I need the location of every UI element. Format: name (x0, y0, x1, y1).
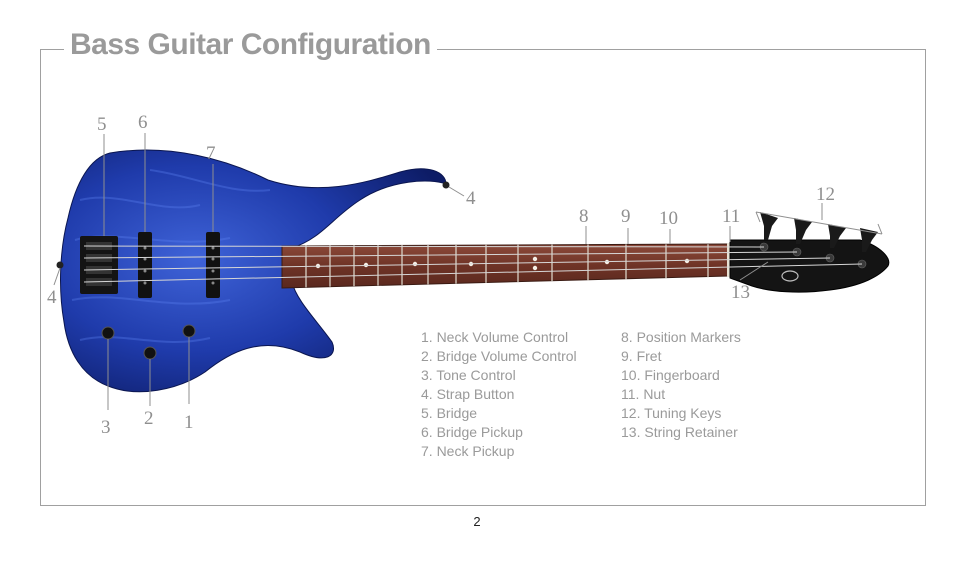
legend-item: 4. Strap Button (421, 386, 515, 402)
legend-item: 8. Position Markers (621, 329, 741, 345)
callout-5: 5 (97, 114, 107, 135)
headstock (729, 239, 890, 293)
leader-lines (53, 133, 883, 410)
string-retainer (781, 270, 799, 282)
strings (83, 245, 863, 283)
diagram-frame (40, 49, 926, 506)
callout-9: 9 (621, 206, 631, 227)
legend-item: 10. Fingerboard (621, 367, 720, 383)
callout-12: 12 (816, 184, 835, 205)
page-title: Bass Guitar Configuration (64, 28, 437, 62)
legend-item: 5. Bridge (421, 405, 478, 421)
legend-item: 7. Neck Pickup (421, 443, 515, 459)
tone-control-knob (101, 326, 115, 340)
legend-item: 11. Nut (621, 386, 666, 402)
callout-4-bottom: 4 (47, 287, 57, 308)
callout-1: 1 (184, 412, 194, 433)
callout-7: 7 (206, 143, 216, 164)
neck-pickup (206, 232, 220, 298)
legend-item: 3. Tone Control (421, 367, 516, 383)
callout-numbers: 5 6 7 4 4 3 2 1 8 9 10 11 12 13 (47, 112, 835, 438)
legend-item: 6. Bridge Pickup (421, 424, 523, 440)
pickup-pole-pieces (143, 246, 215, 285)
bridge-pickup (138, 232, 152, 298)
guitar-body (60, 149, 447, 393)
callout-3: 3 (101, 417, 111, 438)
tuning-keys (760, 212, 878, 252)
strap-button-bottom (56, 261, 64, 269)
callout-10: 10 (659, 208, 678, 229)
legend-item: 9. Fret (621, 348, 662, 364)
neck-volume-knob (182, 324, 196, 338)
legend-right: 8. Position Markers 9. Fret 10. Fingerboar… (621, 328, 741, 442)
bridge-volume-knob (143, 346, 157, 360)
callout-13: 13 (731, 282, 750, 303)
callout-8: 8 (579, 206, 589, 227)
callout-4-horn: 4 (466, 188, 476, 209)
callout-6: 6 (138, 112, 148, 133)
strap-button-horn (442, 181, 450, 189)
callout-11: 11 (722, 206, 740, 227)
callout-2: 2 (144, 408, 154, 429)
legend-left: 1. Neck Volume Control 2. Bridge Volume C… (421, 328, 577, 461)
legend-item: 13. String Retainer (621, 424, 738, 440)
page-number: 2 (473, 514, 481, 529)
legend-item: 1. Neck Volume Control (421, 329, 569, 345)
legend-item: 12. Tuning Keys (621, 405, 722, 421)
legend-item: 2. Bridge Volume Control (421, 348, 577, 364)
